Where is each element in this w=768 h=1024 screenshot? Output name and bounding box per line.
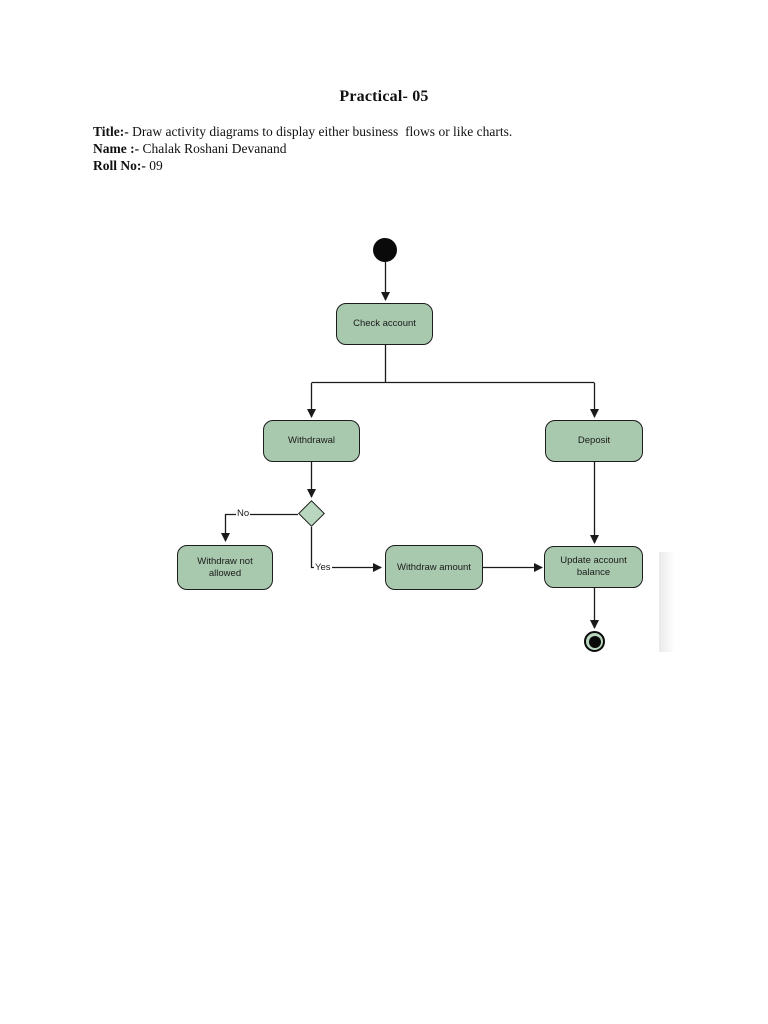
title-line: Title:- Draw activity diagrams to displa… [93, 123, 673, 140]
activity-node-withdrawal: Withdrawal [263, 420, 360, 462]
assignment-meta: Title:- Draw activity diagrams to displa… [93, 123, 673, 174]
node-label: Deposit [577, 435, 611, 446]
roll-label: Roll No:- [93, 158, 146, 173]
roll-line: Roll No:- 09 [93, 157, 673, 174]
edge-label-no: No [236, 508, 251, 519]
edge-label-yes: Yes [314, 562, 332, 573]
title-text: Draw activity diagrams to display either… [128, 124, 513, 139]
final-node [584, 631, 605, 652]
node-label: Withdrawal [288, 435, 335, 446]
name-text: Chalak Roshani Devanand [139, 141, 287, 156]
name-label: Name :- [93, 141, 140, 156]
activity-node-update-account-balance: Update account balance [544, 546, 643, 588]
activity-node-deposit: Deposit [545, 420, 643, 462]
name-line: Name :- Chalak Roshani Devanand [93, 140, 673, 157]
page-title: Practical- 05 [339, 88, 429, 105]
node-label: Update account balance [560, 555, 627, 578]
node-label: Withdraw amount [397, 561, 471, 573]
activity-node-check-account: Check account [336, 303, 433, 345]
node-label: Withdraw not allowed [197, 555, 253, 579]
activity-node-withdraw-amount: Withdraw amount [385, 545, 483, 590]
node-label: Check account [353, 318, 416, 329]
final-node-inner [588, 635, 601, 648]
activity-node-withdraw-not-allowed: Withdraw not allowed [177, 545, 273, 590]
roll-text: 09 [145, 158, 163, 173]
initial-node [373, 238, 397, 262]
title-label: Title:- [93, 124, 129, 139]
